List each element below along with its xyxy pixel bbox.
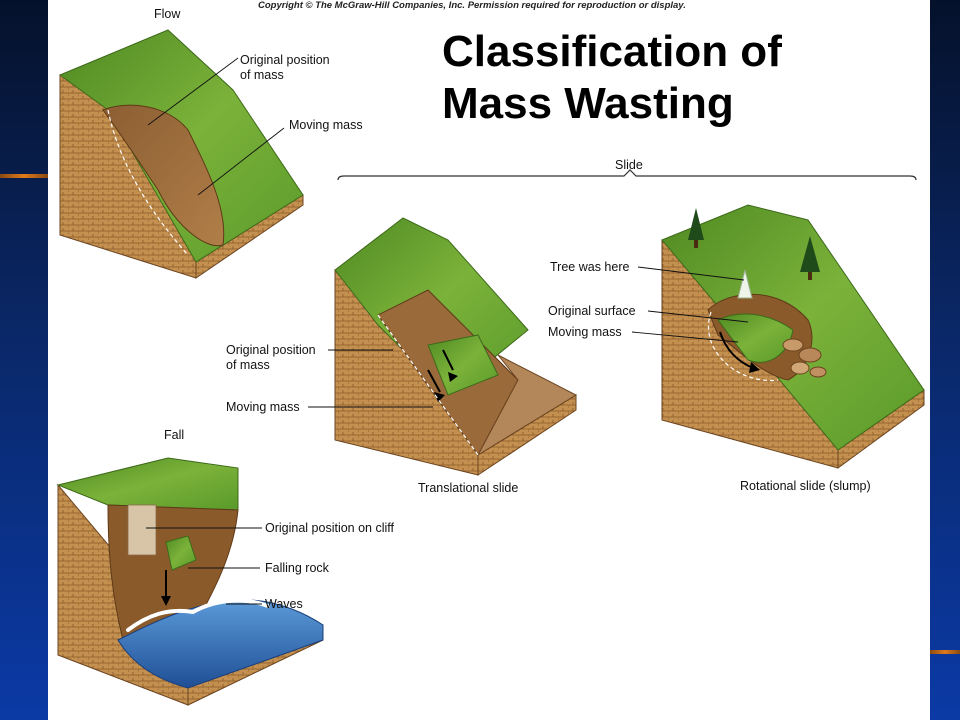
ghost-tree-icon	[737, 269, 753, 299]
title-line-2: Mass Wasting	[442, 79, 734, 128]
translational-slide-caption: Translational slide	[418, 481, 519, 495]
tree-icon	[800, 236, 820, 280]
content-panel: Copyright © The McGraw-Hill Companies, I…	[48, 0, 930, 720]
rotational-slide-caption: Rotational slide (slump)	[740, 479, 871, 493]
fall-heading: Fall	[164, 428, 185, 442]
flow-original-leader	[147, 57, 239, 126]
flow-original-position-label: Original position of mass	[240, 53, 330, 83]
translational-moving-mass-label: Moving mass	[226, 400, 300, 414]
slide-brace	[337, 169, 917, 181]
flow-block	[58, 29, 304, 279]
right-accent-stripe	[930, 650, 960, 654]
translational-slide-block	[308, 217, 578, 476]
tree-was-here-label: Tree was here	[550, 260, 630, 274]
original-surface-label: Original surface	[548, 304, 636, 318]
flow-moving-leader	[197, 127, 285, 196]
falling-rock-label: Falling rock	[265, 561, 329, 575]
title-line-1: Classification of	[442, 27, 782, 76]
translational-original-position-line-1: Original position	[226, 343, 316, 357]
page-title: Classification of Mass Wasting	[442, 26, 862, 130]
flow-original-position-line-2: of mass	[240, 68, 284, 82]
rotational-moving-mass-label: Moving mass	[548, 325, 622, 339]
mass-wasting-illustrations	[56, 29, 925, 706]
translational-original-position-line-2: of mass	[226, 358, 270, 372]
left-accent-stripe	[0, 174, 48, 178]
flow-moving-mass-label: Moving mass	[289, 118, 363, 132]
rotational-debris	[782, 338, 827, 378]
fall-block	[56, 457, 324, 706]
flow-original-position-line-1: Original position	[240, 53, 330, 67]
tree-was-here-leader	[637, 266, 745, 281]
rotational-moving-leader	[631, 331, 739, 343]
slide-heading: Slide	[615, 158, 643, 172]
flow-heading: Flow	[154, 7, 181, 21]
original-surface-leader	[647, 310, 749, 323]
copyright-notice: Copyright © The McGraw-Hill Companies, I…	[258, 0, 686, 11]
waves-label: Waves	[265, 597, 303, 611]
rotational-slide-block	[631, 204, 925, 469]
translational-original-position-label: Original position of mass	[226, 343, 316, 373]
tree-icon	[688, 208, 704, 248]
original-position-on-cliff-label: Original position on cliff	[265, 521, 395, 535]
